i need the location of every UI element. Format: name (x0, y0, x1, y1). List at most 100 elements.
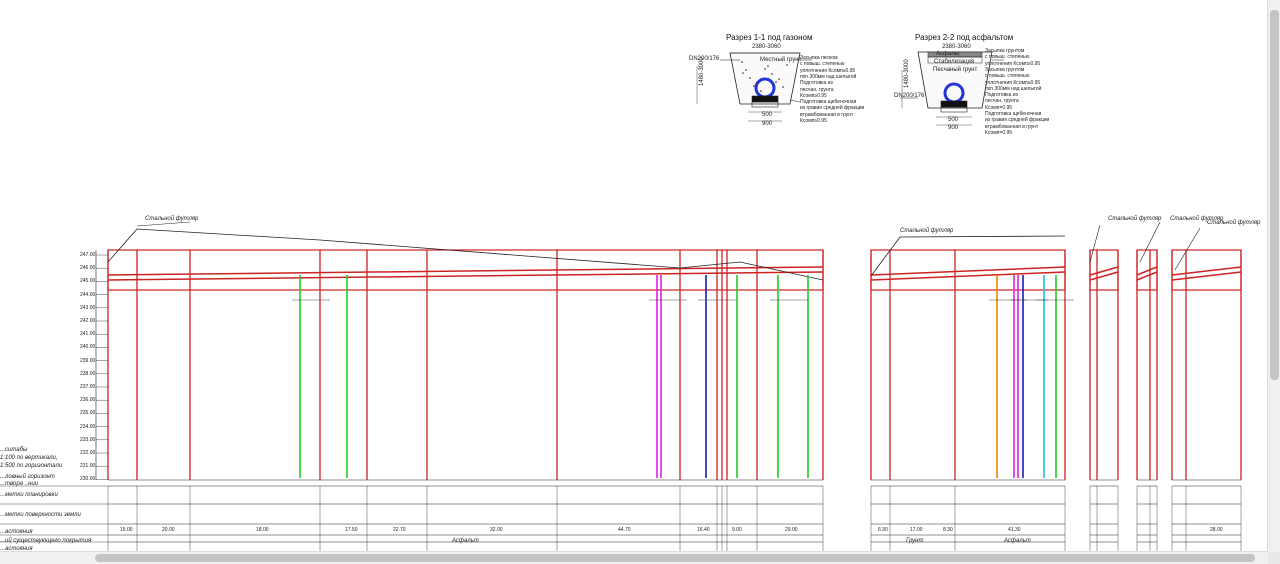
section2-depth: 1480-3000 (904, 59, 910, 88)
horizontal-scrollbar[interactable] (0, 551, 1268, 564)
pipe-bottom (870, 271, 1066, 281)
section-note: Ксомп=0.95 (985, 129, 1013, 136)
elevation-label: 239.00 (80, 357, 96, 364)
section-note: Подготовка щебеночная (800, 99, 857, 106)
section1-fill-dot (742, 72, 744, 74)
profile-band-1 (870, 249, 1066, 291)
section2-sand (940, 106, 968, 113)
pipe-bottom (107, 271, 824, 281)
section-note: втрамбованная в грунт (800, 111, 854, 118)
pipe-bottom (1089, 271, 1119, 281)
distance-value: 22.70 (393, 527, 406, 533)
section1-fill-dot (749, 77, 751, 79)
callout-leader (136, 221, 191, 227)
distance-value: 41.30 (1008, 527, 1021, 533)
section-note: min.300мм над шелыгой (800, 73, 857, 80)
callout-leader (1139, 221, 1161, 263)
profile-band-2 (1089, 249, 1119, 291)
section-note: с повыш. степенью (985, 54, 1030, 61)
pipe-top (1136, 266, 1158, 276)
row-label-planning: ...метки планировки (0, 492, 58, 498)
section1-dim-900: 900 (762, 121, 773, 127)
distance-value: 6.30 (878, 527, 888, 533)
row-label-distances: ...астояния (0, 529, 33, 535)
distance-value: 16.40 (697, 527, 710, 533)
elevation-label: 234.00 (80, 423, 96, 430)
section-note: Ксомп≥0.95 (800, 92, 827, 99)
distance-value: 17.00 (910, 527, 923, 533)
casing-callout-1: Стальной футляр (145, 216, 199, 222)
terrain-line (870, 235, 1066, 277)
callout-leader (1174, 227, 1201, 271)
section1-fill-dot (756, 82, 758, 84)
casing-callout-3: Стальной футляр (1108, 216, 1162, 222)
cover-asphalt-2: Асфальт (1004, 538, 1031, 544)
section-note: песчан. грунта (985, 98, 1019, 105)
scale-line-5: ...твора ..нии (0, 481, 38, 487)
section-note: уплотнения Ксомп≥0.95 (985, 60, 1041, 67)
row-label-cover: ...ий существующего покрытия (0, 538, 92, 544)
vertical-scroll-thumb[interactable] (1270, 10, 1279, 380)
elevation-label: 230.00 (80, 476, 96, 483)
distance-value: 20.00 (162, 527, 175, 533)
section1-fill-dot (771, 73, 773, 75)
section1-fill-dot (753, 85, 755, 87)
scroll-corner (1268, 552, 1280, 564)
section-note: Ксомп≥0.95 (800, 118, 827, 124)
section2-stab (927, 56, 983, 64)
section1-sand (751, 101, 779, 108)
section2-layer-stab: Стабилизация (934, 59, 975, 65)
scale-line-4: ...ловный горизонт (0, 474, 55, 480)
drawing-viewport[interactable]: Разрез 1-1 под газоном 2380-3060 DN200/1… (0, 0, 1268, 552)
section1-pipe: DN200/176 (689, 56, 720, 62)
elevation-label: 233.00 (80, 436, 96, 443)
section1-fill-dot (764, 68, 766, 70)
terrain-line (107, 228, 824, 281)
section-note: Засыпка грунтом (985, 48, 1025, 54)
section1-fill-dot (767, 65, 769, 67)
scale-line-1: ...ситабы (0, 447, 28, 453)
section1-fill-dot (778, 78, 780, 80)
pipe-top (870, 266, 1066, 276)
section1-fill-dot (741, 61, 743, 63)
scale-line-3: 1:500 по горизонтали (0, 463, 63, 469)
section-note: из гравия средней фракции (800, 105, 865, 112)
elevation-label: 232.00 (80, 450, 96, 456)
elevation-label: 241.00 (80, 331, 96, 338)
section2-base (940, 100, 968, 108)
section1-fill-dot (775, 81, 777, 83)
elevation-label: 243.00 (80, 304, 96, 311)
section-note: уплотнения Ксомп≥0.95 (985, 79, 1041, 86)
section1-width: 2380-3060 (752, 44, 781, 50)
section2-pipe: DN200/176 (894, 93, 925, 99)
casing-callout-5: Стальной футляр (1207, 220, 1261, 226)
row-label-ground: ...метки поверхности земли (0, 512, 81, 518)
section-note: из гравия средней фракции (985, 117, 1050, 124)
section1-leader (789, 99, 801, 103)
section-note: втрамбованная в грунт (985, 123, 1039, 130)
elevation-label: 242.00 (80, 318, 96, 324)
pipe-bottom (1171, 271, 1242, 281)
section1-fill-dot (782, 86, 784, 88)
row-label-distances-2: ...астояния (0, 546, 33, 552)
casing-callout-4: Стальной футляр (1170, 216, 1224, 222)
section2-layer-sand: Песчаный грунт (933, 67, 978, 73)
elevation-label: 231.00 (80, 463, 96, 470)
section-note: min 300мм над шелыгой (985, 85, 1042, 92)
section-note: Подготовка из (800, 80, 833, 87)
horizontal-scroll-thumb[interactable] (95, 554, 1255, 562)
distance-value: 18.00 (256, 527, 269, 533)
cover-asphalt-1: Асфальт (452, 538, 479, 544)
vertical-scrollbar[interactable] (1267, 0, 1280, 552)
distance-value: 8.30 (943, 527, 953, 533)
section1-fill-dot (786, 64, 788, 66)
scale-line-2: 1:100 по вертикали, (0, 455, 58, 461)
elevation-label: 247.00 (80, 252, 96, 258)
section-note: Засыпка песком (800, 55, 838, 61)
section2-dim-900: 900 (948, 125, 959, 131)
elevation-label: 246.00 (80, 265, 96, 272)
elevation-label: 236.00 (80, 397, 96, 404)
section-note: Подготовка из (985, 92, 1018, 99)
pipe-bottom (1136, 271, 1158, 281)
profile-band-0 (107, 249, 824, 291)
